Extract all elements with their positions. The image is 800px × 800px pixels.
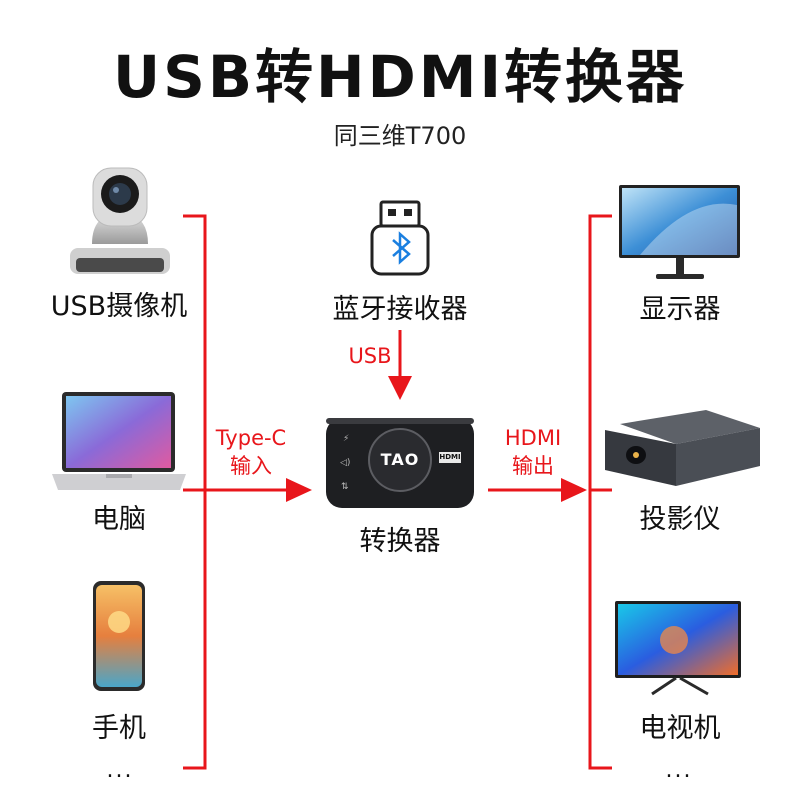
output-label-tv: 电视机 (585, 706, 775, 745)
input-link-type: Type-C (196, 424, 306, 452)
usb-arrow-head (388, 376, 412, 400)
converter-logo: TAO (369, 450, 431, 469)
svg-text:⇅: ⇅ (341, 482, 349, 492)
projector-image (605, 410, 760, 486)
usb-camera-image (70, 168, 170, 274)
output-arrow-head (561, 478, 587, 502)
output-label-monitor: 显示器 (585, 287, 775, 326)
bluetooth-receiver-image (372, 202, 428, 274)
output-link-direction: 输出 (478, 452, 588, 480)
svg-text:◁): ◁) (340, 458, 350, 468)
laptop-image (52, 392, 186, 490)
input-more-dots: ... (70, 758, 170, 783)
input-label-usb-camera: USB摄像机 (24, 284, 214, 323)
output-more-dots: ... (629, 758, 729, 783)
input-label-computer: 电脑 (24, 497, 214, 536)
converter-port-badge: HDMI (439, 452, 461, 463)
bluetooth-receiver-label: 蓝牙接收器 (295, 287, 505, 326)
converter-label: 转换器 (295, 519, 505, 558)
input-link-direction: 输入 (196, 452, 306, 480)
usb-link-label: USB (330, 342, 410, 370)
input-arrow-head (286, 478, 312, 502)
output-label-projector: 投影仪 (585, 497, 775, 536)
output-link-type: HDMI (478, 424, 588, 452)
monitor-image (619, 185, 740, 279)
svg-text:⚡: ⚡ (343, 434, 349, 444)
input-label-phone: 手机 (24, 706, 214, 745)
phone-image (93, 581, 145, 691)
tv-image (615, 601, 741, 694)
